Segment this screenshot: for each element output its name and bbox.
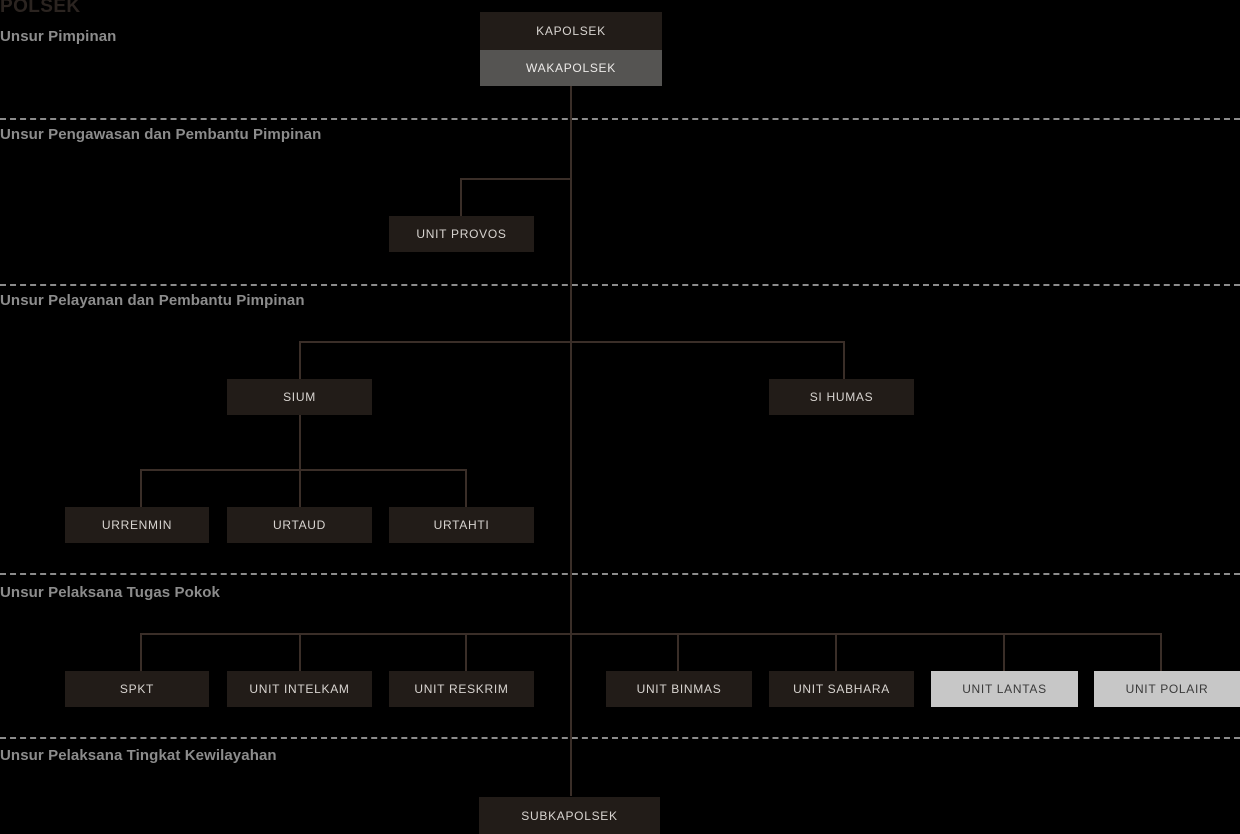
node-spkt-label: SPKT (119, 682, 155, 696)
section-divider-2 (0, 284, 1240, 286)
node-spkt[interactable]: SPKT (65, 671, 209, 707)
node-wakapolsek[interactable]: WAKAPOLSEK (480, 50, 662, 86)
node-unit-lantas[interactable]: UNIT LANTAS (931, 671, 1078, 707)
connector-spkt-drop (140, 633, 142, 671)
connector-main-spine (570, 86, 572, 796)
node-urtahti-label: URTAHTI (433, 518, 490, 532)
node-urrenmin[interactable]: URRENMIN (65, 507, 209, 543)
connector-intelkam-drop (299, 633, 301, 671)
connector-binmas-drop (677, 633, 679, 671)
connector-provos-horizontal (460, 178, 572, 180)
node-subkapolsek-label: SUBKAPOLSEK (521, 808, 618, 823)
connector-polair-drop (1160, 633, 1162, 671)
connector-pelayanan-bar (299, 341, 845, 343)
connector-provos-drop (460, 178, 462, 216)
node-sium-label: SIUM (283, 390, 316, 404)
section-label-unsur-pelaksana-tugas-pokok: Unsur Pelaksana Tugas Pokok (0, 584, 221, 601)
node-urtaud-label: URTAUD (272, 518, 327, 532)
connector-lantas-drop (1003, 633, 1005, 671)
node-unit-sabhara-label: UNIT SABHARA (793, 682, 890, 696)
node-unit-polair-label: UNIT POLAIR (1125, 682, 1209, 696)
page-title: POLSEK (0, 0, 81, 17)
section-label-unsur-pengawasan: Unsur Pengawasan dan Pembantu Pimpinan (0, 126, 322, 143)
connector-sihumas-drop (843, 341, 845, 379)
section-divider-1 (0, 118, 1240, 120)
connector-reskrim-drop (465, 633, 467, 671)
connector-sium-children-bar (140, 469, 467, 471)
node-sium[interactable]: SIUM (227, 379, 372, 415)
node-unit-binmas[interactable]: UNIT BINMAS (606, 671, 752, 707)
connector-urtaud-drop (299, 469, 301, 507)
node-urtaud[interactable]: URTAUD (227, 507, 372, 543)
node-kapolsek-label: KAPOLSEK (536, 24, 606, 38)
node-unit-provos-label: UNIT PROVOS (416, 227, 507, 241)
node-unit-polair[interactable]: UNIT POLAIR (1094, 671, 1240, 707)
connector-sium-drop (299, 341, 301, 379)
connector-sabhara-drop (835, 633, 837, 671)
node-unit-reskrim[interactable]: UNIT RESKRIM (389, 671, 534, 707)
connector-tugas-pokok-bar (140, 633, 1162, 635)
node-urtahti[interactable]: URTAHTI (389, 507, 534, 543)
node-unit-intelkam[interactable]: UNIT INTELKAM (227, 671, 372, 707)
section-label-unsur-pelayanan: Unsur Pelayanan dan Pembantu Pimpinan (0, 292, 305, 309)
section-label-unsur-pimpinan: Unsur Pimpinan (0, 28, 117, 45)
section-divider-4 (0, 737, 1240, 739)
connector-sium-stem (299, 415, 301, 469)
node-wakapolsek-label: WAKAPOLSEK (526, 61, 616, 75)
connector-urrenmin-drop (140, 469, 142, 507)
node-unit-provos[interactable]: UNIT PROVOS (389, 216, 534, 252)
connector-urtahti-drop (465, 469, 467, 507)
node-urrenmin-label: URRENMIN (101, 518, 173, 532)
node-unit-sabhara[interactable]: UNIT SABHARA (769, 671, 914, 707)
node-subkapolsek[interactable]: SUBKAPOLSEK (479, 797, 660, 834)
section-label-unsur-pelaksana-kewilayahan: Unsur Pelaksana Tingkat Kewilayahan (0, 747, 277, 764)
node-si-humas-label: SI HUMAS (809, 390, 874, 404)
node-unit-reskrim-label: UNIT RESKRIM (414, 682, 509, 696)
section-divider-3 (0, 573, 1240, 575)
node-si-humas[interactable]: SI HUMAS (769, 379, 914, 415)
node-kapolsek[interactable]: KAPOLSEK (480, 12, 662, 50)
node-unit-binmas-label: UNIT BINMAS (636, 682, 722, 696)
node-unit-lantas-label: UNIT LANTAS (962, 682, 1047, 696)
node-unit-intelkam-label: UNIT INTELKAM (249, 682, 350, 696)
